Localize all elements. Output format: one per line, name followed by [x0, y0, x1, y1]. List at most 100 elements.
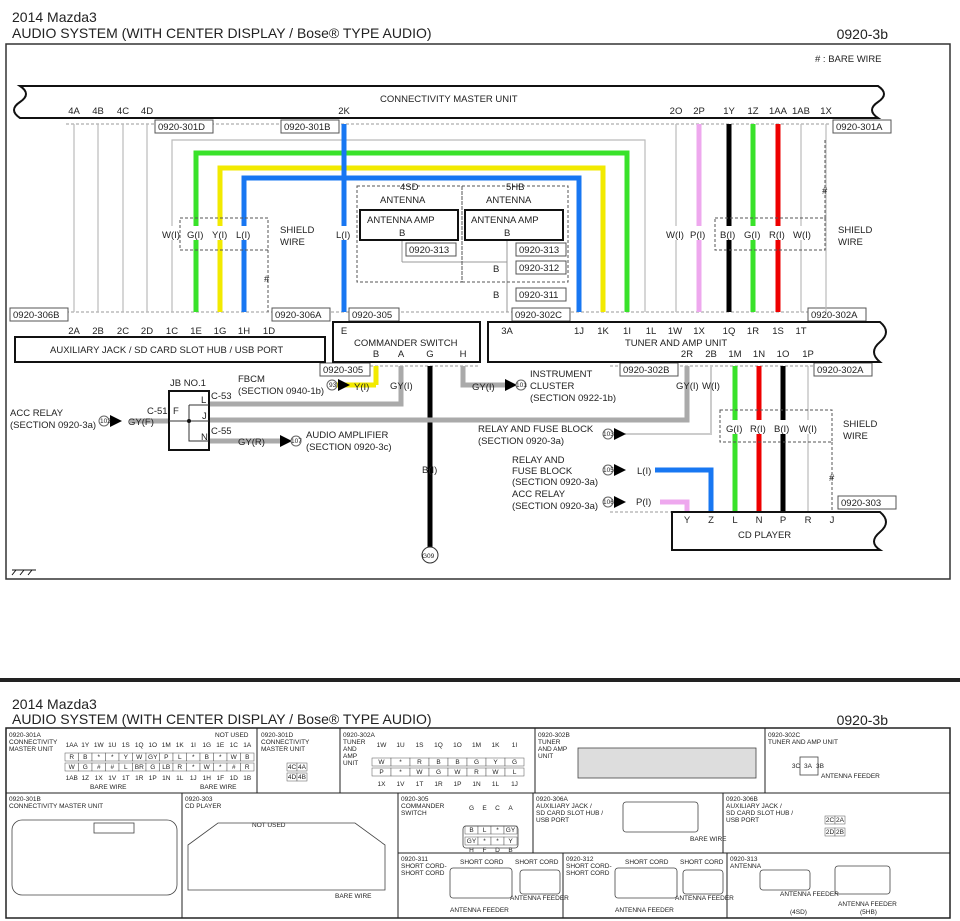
ref-acc-relay: ACC RELAY: [10, 408, 64, 419]
pin-color: G: [474, 759, 479, 766]
panel-302b-name: TUNER: [538, 739, 561, 746]
pin-color: W: [454, 769, 461, 776]
panel-301a-name-2: MASTER UNIT: [9, 746, 53, 753]
pin-1x: 1X: [820, 106, 832, 117]
pin-label: 2D: [826, 829, 835, 836]
connector-labels: 0920-301D 0920-301B 0920-301A 0920-306B …: [13, 122, 883, 509]
panel-301b-id: 0920-301B: [9, 796, 41, 803]
pin-color: G: [512, 759, 517, 766]
pin-label: 1AB: [66, 775, 78, 782]
wire-w-cd: W(I): [799, 424, 817, 435]
connector-views: 0920-301A CONNECTIVITY MASTER UNIT 0920-…: [5, 727, 951, 919]
ref-audio-amp: AUDIO AMPLIFIER: [306, 430, 388, 441]
ref-num: 106: [603, 499, 614, 506]
tuner-amp-label: TUNER AND AMP UNIT: [625, 338, 727, 349]
panel-306a-name-2: SD CARD SLOT HUB /: [536, 810, 603, 817]
pin-label: 1W: [377, 742, 388, 749]
note-antenna-feeder-313b: ANTENNA FEEDER: [838, 901, 897, 908]
panel-306a-name: AUXILIARY JACK /: [536, 803, 592, 810]
note-bare-wire-306a: BARE WIRE: [690, 836, 727, 843]
panel-306a-name-3: USB PORT: [536, 817, 569, 824]
pin: 1K: [597, 326, 609, 337]
cmu-label: CONNECTIVITY MASTER UNIT: [380, 94, 518, 105]
pin-color: GY: [467, 838, 477, 845]
jb-conn-c53: C-53: [211, 391, 232, 402]
antenna-amp-label-5hb: ANTENNA AMP: [471, 215, 539, 226]
panel-302a-name: TUNER: [343, 739, 366, 746]
conn-301d: 0920-301D: [158, 122, 205, 133]
pin-color: B: [436, 759, 440, 766]
panel-303-id: 0920-303: [185, 796, 213, 803]
panel-302a-name-4: UNIT: [343, 760, 358, 767]
pin: J: [830, 515, 835, 526]
conn-301a: 0920-301A: [836, 122, 883, 133]
pin-color: W: [416, 769, 423, 776]
page1-model: 2014 Mazda3: [12, 9, 97, 25]
pin-label: 2C: [826, 817, 835, 824]
tuner-amp-unit: [487, 321, 887, 363]
antenna-5hb-variant: 5HB: [506, 182, 524, 193]
wire-g-cd: G(I): [726, 424, 742, 435]
ground-label: G09: [422, 553, 435, 560]
pin-color-cell: [504, 757, 525, 767]
pin: 1S: [772, 326, 784, 337]
pin-label: 1Y: [81, 742, 90, 749]
wire-gy-2r: GY(I): [676, 381, 699, 392]
pin-color: W: [492, 769, 499, 776]
pin-label: 1X: [95, 775, 104, 782]
panel-303-name: CD PLAYER: [185, 803, 222, 810]
pin-color: *: [496, 838, 499, 845]
note-antenna-feeder-302c: ANTENNA FEEDER: [821, 773, 880, 780]
pin: 2C: [117, 326, 129, 337]
pin-color: W: [231, 754, 238, 761]
pin-1z: 1Z: [747, 106, 758, 117]
lower-pin-labels: 2A 2B 2C 2D 1C 1E 1G 1H 1D E B A G H 3A …: [68, 326, 814, 360]
pin: 1G: [214, 326, 227, 337]
pin: 2A: [68, 326, 80, 337]
panel-301d-id: 0920-301D: [261, 732, 293, 739]
bare-wire-mark-1: #: [264, 274, 270, 285]
pin-color: G: [150, 764, 155, 771]
conn-306b: 0920-306B: [13, 310, 59, 321]
pin-label-cell: [296, 762, 308, 772]
pin-label-cell: [834, 815, 846, 825]
ref-103: 103: [602, 428, 626, 440]
ref-markers: 102 93 101 107 103 105 106: [98, 379, 626, 508]
pin-label: 1K: [492, 742, 501, 749]
pin: 1I: [623, 326, 631, 337]
pin-color: W: [378, 759, 385, 766]
pin: P: [780, 515, 786, 526]
panel-305-id: 0920-305: [401, 796, 429, 803]
cd-player-unit: [671, 511, 887, 551]
panel-312-name-2: SHORT CORD: [566, 870, 610, 877]
wire-l: L(I): [236, 230, 250, 241]
pin-color: B: [205, 754, 209, 761]
pin: 1R: [747, 326, 759, 337]
conn-305: 0920-305: [352, 310, 392, 321]
jb-pin-j: J: [202, 411, 207, 422]
wire-labels: W(I) G(I) Y(I) L(I) L(I) W(I) P(I) B(I) …: [128, 226, 822, 508]
shield-wire-label-right: SHIELD: [838, 225, 872, 236]
note-bare-wire: BARE WIRE: [90, 784, 127, 791]
wire-gy-f: GY(F): [128, 417, 154, 428]
pin-label: B: [508, 847, 512, 854]
pin-color: W: [136, 754, 143, 761]
commander-switch-label: COMMANDER SWITCH: [354, 338, 458, 349]
note-short-cord-2: SHORT CORD: [515, 859, 559, 866]
pin-color-cell: [504, 767, 525, 777]
page-separator: [0, 678, 960, 682]
wires: [73, 124, 827, 548]
pin-label: 2B: [836, 829, 844, 836]
pin-color: B: [455, 759, 459, 766]
pin: 1Q: [723, 326, 736, 337]
ref-num: 105: [603, 467, 614, 474]
pin: 2B: [92, 326, 104, 337]
page2-title: AUDIO SYSTEM (WITH CENTER DISPLAY / Bose…: [12, 711, 432, 727]
pin: 3A: [501, 326, 513, 337]
wire-p: P(I): [690, 230, 705, 241]
note-not-used-303: NOT USED: [252, 822, 286, 829]
antenna-pin-312: B: [493, 264, 499, 275]
panel-311-id: 0920-311: [401, 856, 428, 863]
wire-gy-a: GY(I): [390, 381, 413, 392]
pin-label: 1M: [472, 742, 481, 749]
